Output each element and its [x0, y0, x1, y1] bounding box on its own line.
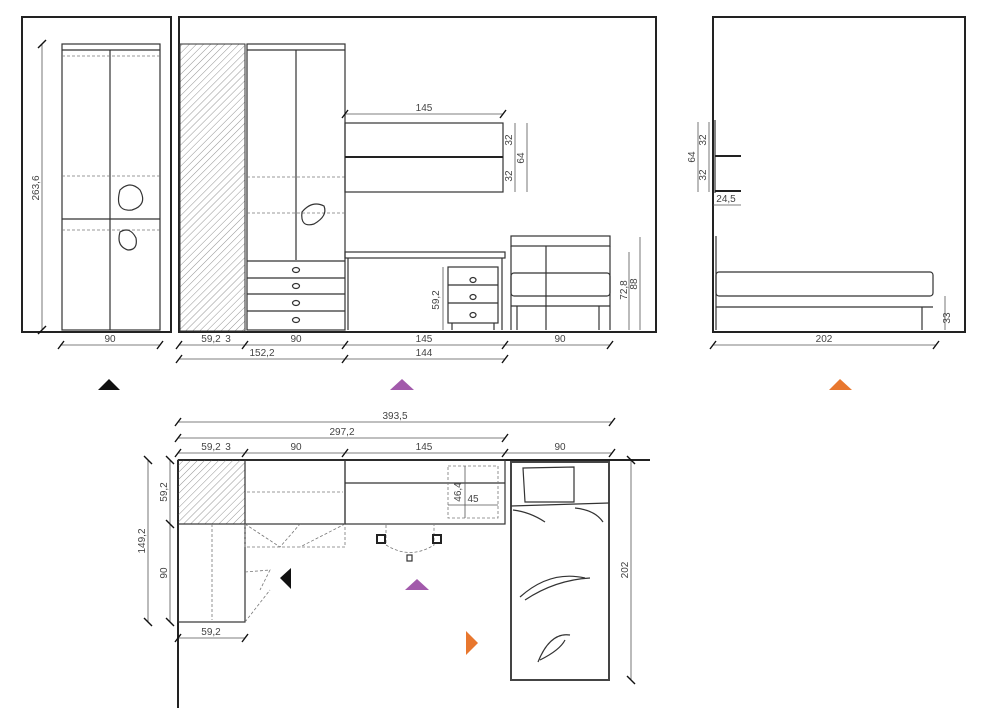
dim-desk-height: 72,8 — [619, 280, 630, 300]
dim-shelf-depth: 24,5 — [716, 194, 736, 205]
front-elevation-marker — [390, 379, 414, 390]
dim-bed-side-height: 33 — [942, 312, 953, 324]
dim-p4: 90 — [554, 442, 566, 453]
dim-p1: 3 — [225, 442, 231, 453]
dim-bed-length: 202 — [816, 334, 833, 345]
dim-wall-unit-width: 145 — [416, 103, 433, 114]
wall-units — [344, 122, 504, 193]
dim-b3: 145 — [416, 334, 433, 345]
dim-shelf-total: 64 — [687, 151, 698, 163]
side-elevation: 64 32 32 24,5 33 202 — [687, 16, 966, 350]
front-elevation: 145 32 32 64 59,2 72,8 88 — [175, 16, 657, 364]
left-elevation-marker — [98, 379, 120, 390]
plan-desk — [344, 459, 506, 525]
left-elevation: 263,6 90 — [21, 16, 172, 350]
dim-p2: 90 — [290, 442, 302, 453]
pillow — [522, 466, 575, 503]
desk — [344, 251, 506, 330]
plan-left-marker — [280, 568, 291, 589]
dim-bottom-width: 59,2 — [201, 627, 221, 638]
bed-side — [715, 236, 934, 330]
dim-unit-width: 297,2 — [329, 427, 354, 438]
bed-front — [510, 235, 611, 330]
plan-front-marker — [405, 579, 429, 590]
dim-total: 64 — [516, 152, 527, 164]
dim-drawer-width: 45 — [467, 494, 479, 505]
floor-plan: 46,4 45 393,5 297,2 59,2 3 90 145 90 — [137, 411, 650, 708]
dim-left-depth: 59,2 — [159, 482, 170, 502]
dim-drawer-height: 59,2 — [431, 290, 442, 310]
dim-p3: 145 — [416, 442, 433, 453]
wardrobe — [61, 43, 161, 331]
dim-s0: 152,2 — [249, 348, 274, 359]
hatched-wall — [179, 43, 246, 332]
dim-plan-bed-length: 202 — [620, 561, 631, 578]
desk-chair — [376, 525, 442, 562]
decor-shape — [117, 184, 144, 211]
dim-bed-height: 88 — [629, 278, 640, 290]
hatched-wall — [177, 459, 246, 525]
dim-width: 90 — [104, 334, 116, 345]
side-elevation-marker — [829, 379, 852, 390]
plan-corner-unit — [177, 523, 246, 623]
dim-b1: 3 — [225, 334, 231, 345]
dim-drawer-depth: 46,4 — [453, 482, 464, 502]
dim-p0: 59,2 — [201, 442, 221, 453]
dim-shelf-bottom: 32 — [698, 169, 709, 181]
dim-height: 263,6 — [31, 175, 42, 200]
dim-shelf-top: 32 — [698, 134, 709, 146]
dim-s1: 144 — [416, 348, 433, 359]
plan-bed — [510, 461, 610, 681]
dim-left-corner: 90 — [159, 567, 170, 579]
dim-top: 32 — [504, 134, 515, 146]
dim-bottom: 32 — [504, 170, 515, 182]
dim-b0: 59,2 — [201, 334, 221, 345]
dim-left-total: 149,2 — [137, 528, 148, 553]
dim-b2: 90 — [290, 334, 302, 345]
wardrobe-drawers — [247, 260, 345, 324]
plan-side-marker — [466, 631, 478, 655]
drawer-unit — [447, 266, 499, 330]
dim-b4: 90 — [554, 334, 566, 345]
dim-total-width: 393,5 — [382, 411, 407, 422]
